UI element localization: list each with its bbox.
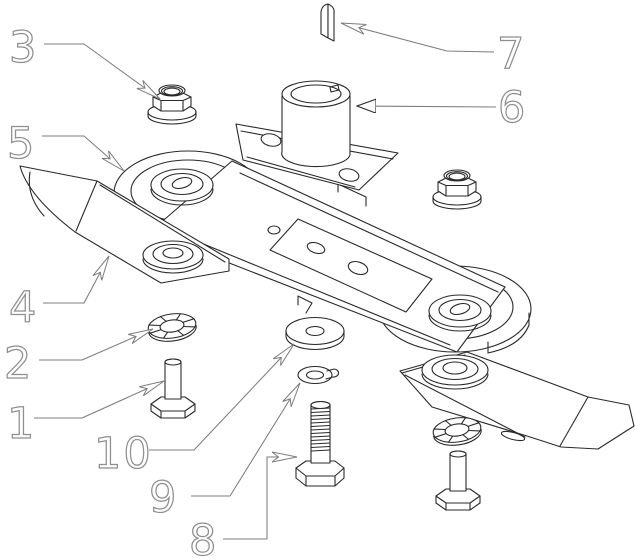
part-blade-left [19, 165, 230, 284]
callout-8: 8 [189, 516, 218, 560]
carrier-hole-mid [306, 241, 326, 255]
callout-10: 10 [94, 429, 153, 479]
carrier-right-cup-depth [487, 312, 530, 354]
adapter-hole-left [260, 133, 282, 147]
bolt-long-head-depth [295, 467, 345, 487]
leader-2 [39, 329, 153, 361]
part-bolt-long [295, 400, 345, 487]
blade-right-boss [421, 354, 489, 390]
carrier-left-hub [150, 168, 214, 206]
part-split-lock-washer [297, 365, 340, 385]
part-blade-carrier [113, 150, 532, 354]
part-star-lock-washer [146, 310, 199, 345]
carrier-clip [297, 295, 313, 314]
carrier-right-hub [428, 294, 492, 332]
carrier-center-panel [269, 218, 433, 313]
carrier-bar-bottom-line [161, 226, 451, 346]
callout-7: 7 [497, 29, 526, 79]
part-blade-adapter [235, 80, 399, 191]
callout-5: 5 [7, 119, 36, 169]
part-flat-washer [285, 316, 345, 351]
carrier-bar [149, 160, 506, 353]
part-bolt-short-right [435, 450, 481, 511]
part-blade-right [399, 351, 635, 450]
callout-9: 9 [149, 473, 178, 523]
split-washer-hole [305, 370, 325, 380]
leader-9 [191, 383, 300, 497]
leader-5 [42, 135, 124, 171]
carrier-hole-small [267, 225, 281, 235]
callout-2: 2 [4, 339, 33, 389]
carrier-bar-top-line [239, 172, 499, 293]
callout-4: 4 [9, 283, 38, 333]
blade-left-fold-lines [28, 171, 226, 263]
part-flange-lock-nut [147, 84, 197, 125]
leader-1 [34, 381, 164, 419]
flat-washer-depth [285, 330, 345, 351]
blade-right-slot [500, 430, 526, 442]
leader-6 [357, 106, 497, 107]
leader-10 [149, 344, 294, 451]
adapter-hole-right [338, 168, 360, 182]
part-bolt-short [150, 358, 196, 419]
callout-numbers: 3 5 4 2 1 10 9 8 7 6 [3, 22, 527, 560]
callout-6: 6 [498, 83, 527, 133]
adapter-keyway [329, 84, 340, 93]
callout-3: 3 [9, 23, 38, 73]
adapter-cylinder-body [281, 95, 351, 168]
callout-1: 1 [7, 399, 36, 449]
leader-7 [341, 22, 495, 53]
part-woodruff-key [320, 3, 335, 42]
carrier-hole-large [347, 260, 369, 276]
split-washer-gap [325, 368, 340, 380]
leader-8 [223, 457, 297, 540]
key-front-face [320, 3, 329, 39]
key-side-face [327, 3, 335, 42]
leader-3 [44, 43, 160, 99]
part-flange-lock-nut-right [432, 169, 482, 210]
adapter-bore [290, 84, 342, 104]
blade-left-boss [142, 240, 204, 274]
bolt-long-tip [310, 400, 331, 410]
carrier-tab [337, 183, 367, 207]
leader-4 [43, 256, 109, 304]
callout-leaders [34, 22, 497, 540]
flat-washer-hole [305, 325, 325, 337]
part-star-lock-washer-right [431, 414, 484, 449]
